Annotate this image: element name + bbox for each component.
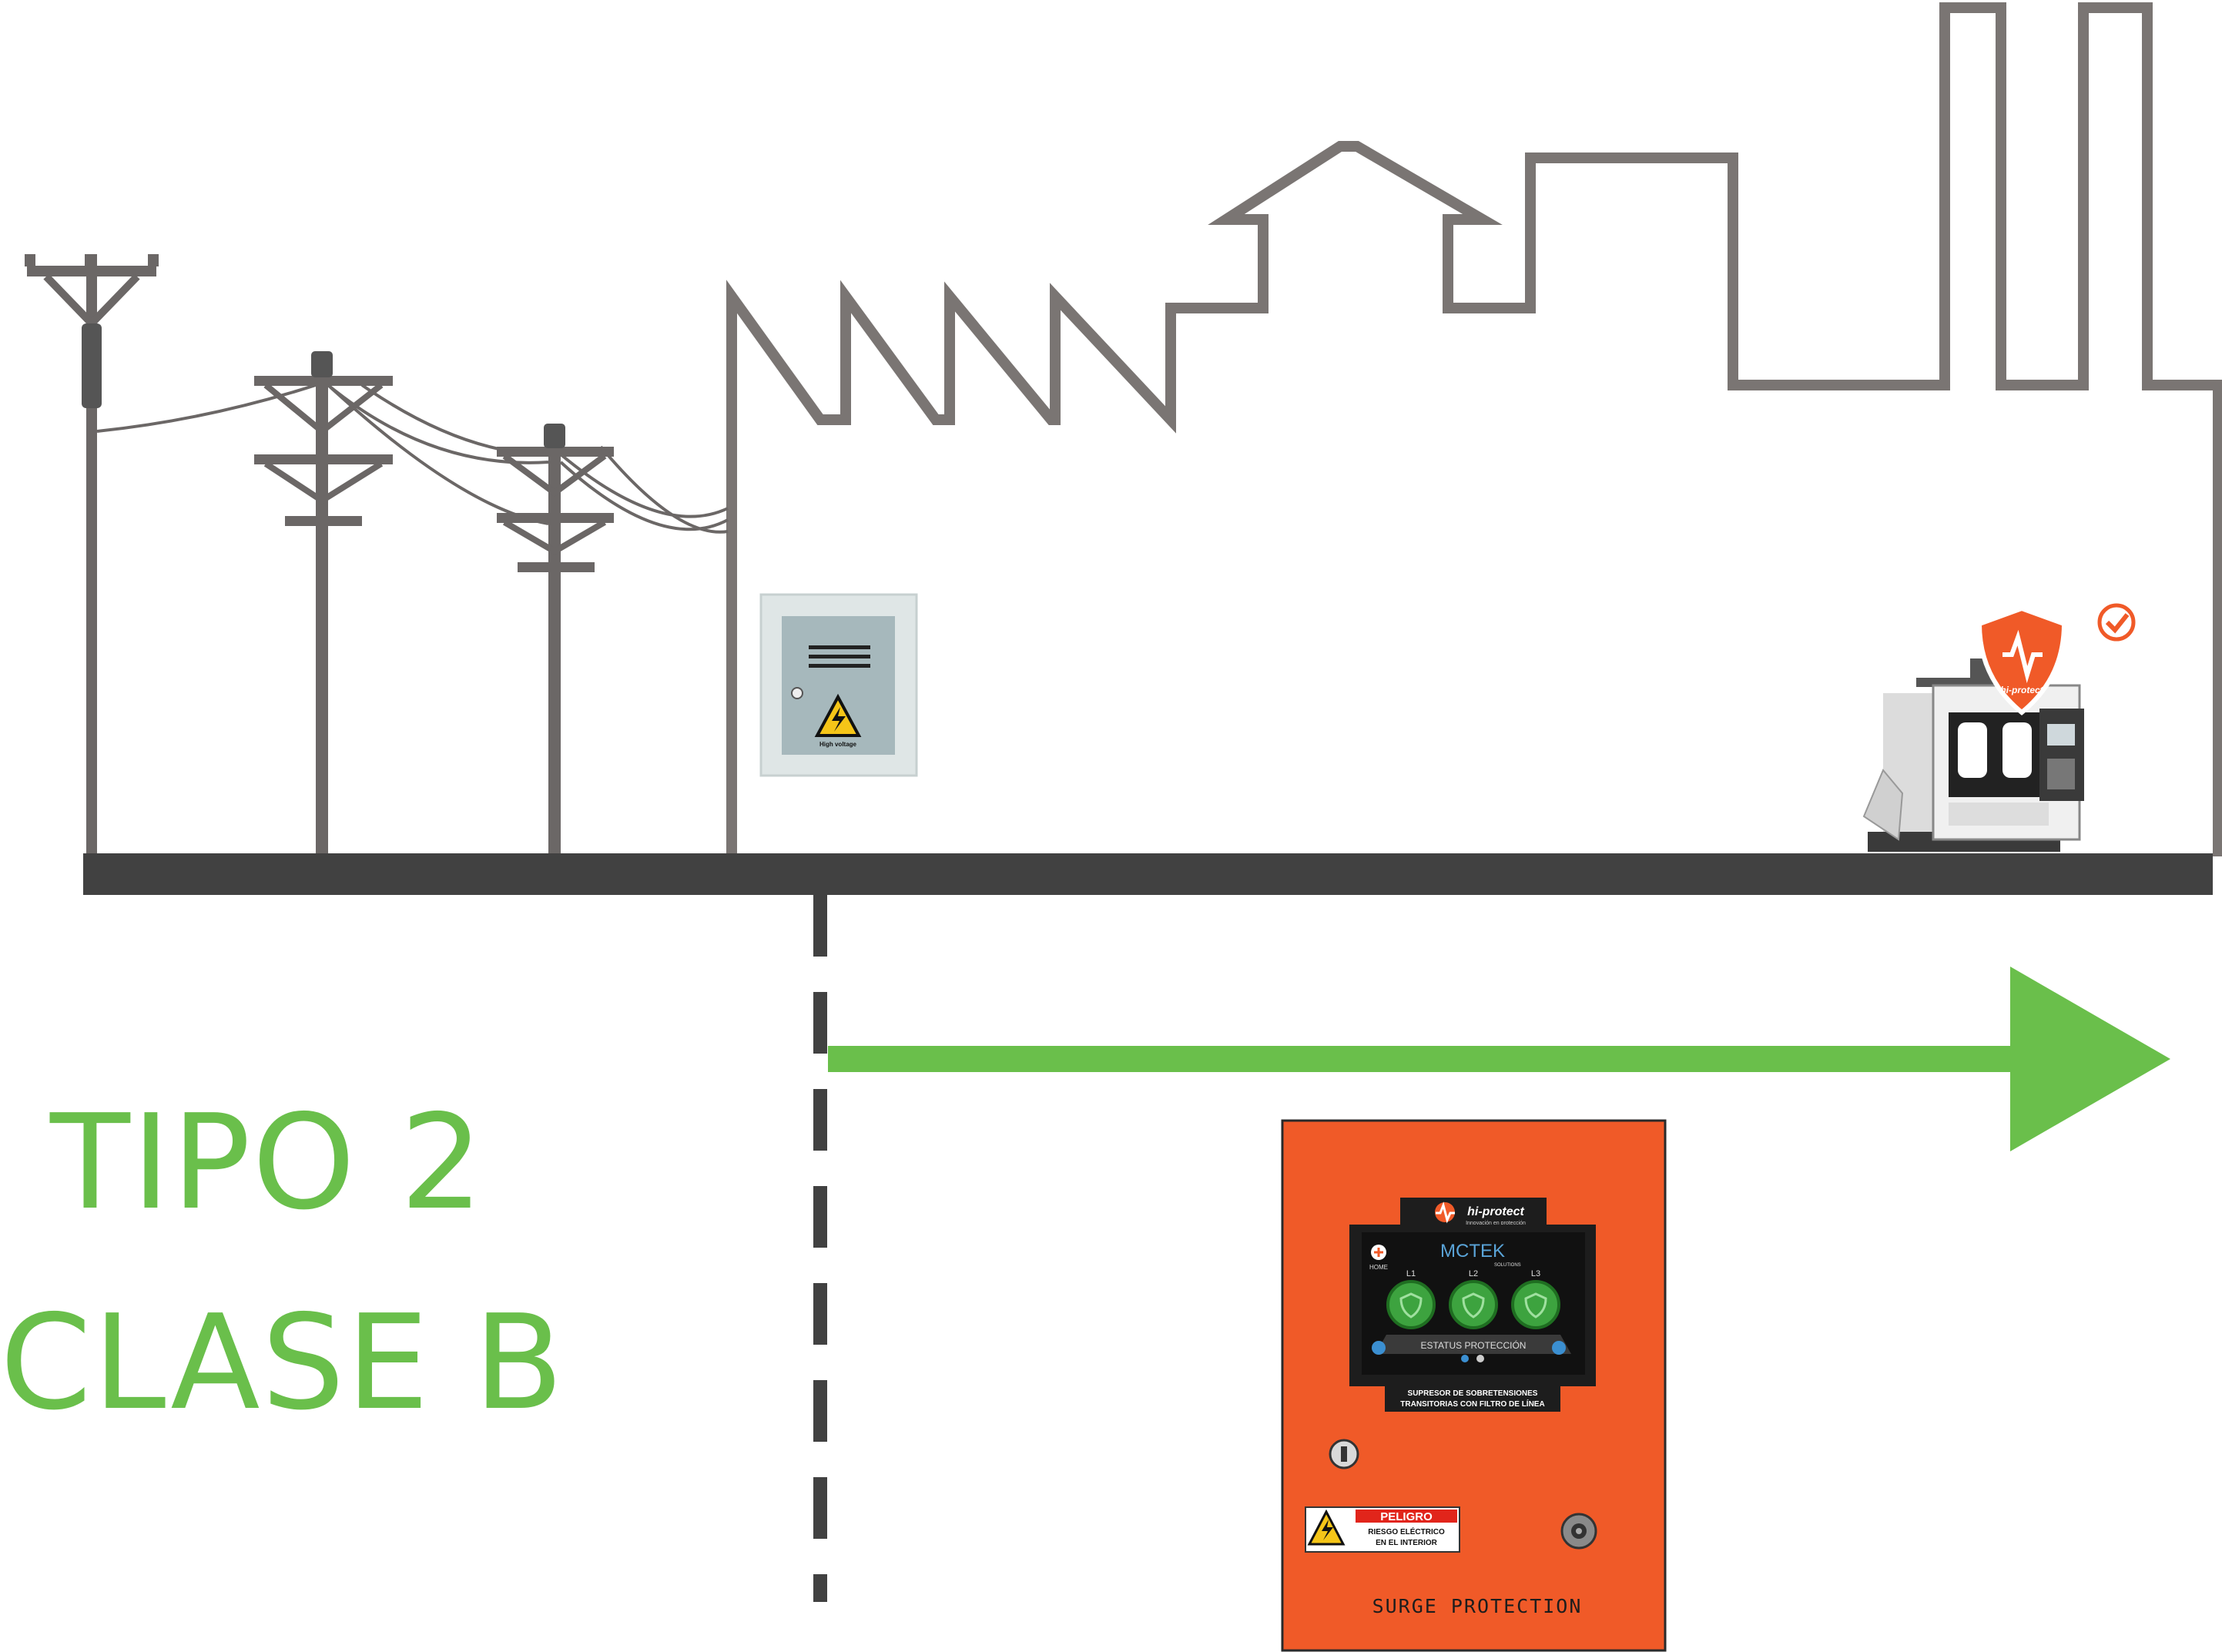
- line-label-l1: L1: [1406, 1269, 1416, 1278]
- shield-check-icon: hi-protect: [1976, 603, 2136, 715]
- tipo-label: TIPO 2: [50, 1087, 485, 1239]
- panel-description-line1: SUPRESOR DE SOBRETENSIONES: [1408, 1389, 1538, 1398]
- status-label: ESTATUS PROTECCIÓN: [1421, 1339, 1527, 1351]
- line-label-l3: L3: [1531, 1269, 1540, 1278]
- panel-brand: hi-protect: [1467, 1205, 1524, 1218]
- utility-pole-icon: [25, 254, 614, 859]
- surge-protection-panel: hi-protect Innovación en protección HOME…: [1281, 1119, 1667, 1652]
- clase-label: CLASE B: [0, 1287, 565, 1439]
- display-brand: MCTEK: [1440, 1241, 1505, 1262]
- status-indicator-l1: [1386, 1280, 1436, 1329]
- warning-line2: EN EL INTERIOR: [1376, 1539, 1438, 1547]
- status-indicator-l2: [1449, 1280, 1498, 1329]
- panel-description-line2: TRANSITORIAS CON FILTRO DE LÍNEA: [1400, 1399, 1544, 1409]
- arrow-right-icon: [828, 967, 2170, 1151]
- status-indicator-l3: [1511, 1280, 1560, 1329]
- panel-footer: SURGE PROTECTION: [1372, 1595, 1583, 1617]
- display-brand-sub: SOLUTIONS: [1494, 1263, 1521, 1268]
- ground-line: [83, 853, 2213, 895]
- badge-text: hi-protect: [2000, 685, 2043, 695]
- home-label: HOME: [1369, 1264, 1388, 1271]
- warning-line1: RIESGO ELÉCTRICO: [1368, 1526, 1445, 1536]
- line-label-l2: L2: [1469, 1269, 1478, 1278]
- breaker-box-icon: High voltage: [759, 593, 918, 777]
- factory-outline-icon: [726, 2, 2222, 856]
- panel-brand-tagline: Innovación en protección: [1466, 1221, 1526, 1226]
- breaker-sign-text: High voltage: [819, 741, 857, 748]
- cnc-machine-icon: [1862, 658, 2084, 852]
- power-lines: [96, 384, 729, 534]
- warning-title: PELIGRO: [1380, 1510, 1433, 1523]
